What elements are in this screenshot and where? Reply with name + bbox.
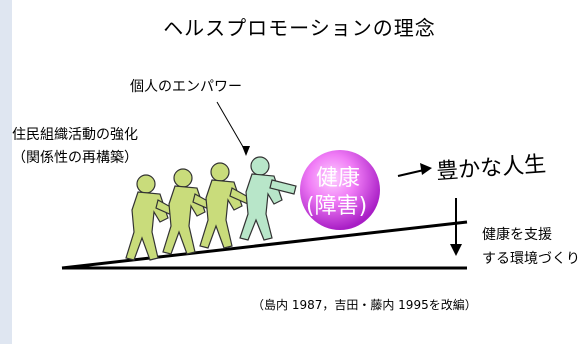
diagram-title: ヘルスプロモーションの理念 — [163, 16, 436, 40]
empowerment-pointer-head — [242, 146, 250, 156]
goal-arrow — [397, 169, 425, 177]
empowerment-label: 個人のエンパワー — [130, 79, 242, 95]
health-ball — [300, 150, 380, 230]
support-label-line1: 健康を支援 — [482, 227, 552, 243]
empowerment-pointer — [216, 101, 247, 153]
community-label-line1: 住民組織活動の強化 — [12, 127, 138, 143]
support-arrow-head — [450, 244, 462, 256]
slope-line — [61, 220, 468, 270]
person-figure-lead — [239, 156, 297, 241]
source-caption: （島内 1987，吉田・藤内 1995を改編） — [252, 298, 477, 312]
diagram-graphics — [61, 101, 468, 270]
ball-label-health: 健康 — [316, 166, 361, 191]
support-label-line2: する環境づくり — [482, 251, 580, 267]
ball-label-disability: (障害) — [306, 194, 368, 219]
person-figure — [199, 162, 251, 249]
community-label-line2: （関係性の再構築） — [12, 150, 138, 166]
goal-arrow-head — [420, 163, 432, 175]
